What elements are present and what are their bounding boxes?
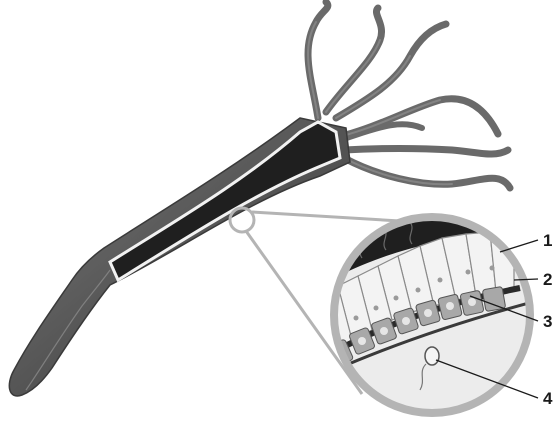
callout-label-1: 1 <box>543 231 552 250</box>
cnidocyte <box>425 347 439 365</box>
callout-label-4: 4 <box>543 389 553 408</box>
callout-label-2: 2 <box>543 270 552 289</box>
gastrovascular-cavity <box>110 122 340 280</box>
tentacle-1 <box>308 2 328 118</box>
tentacle-5 <box>344 149 508 155</box>
callout-label-3: 3 <box>543 312 552 331</box>
